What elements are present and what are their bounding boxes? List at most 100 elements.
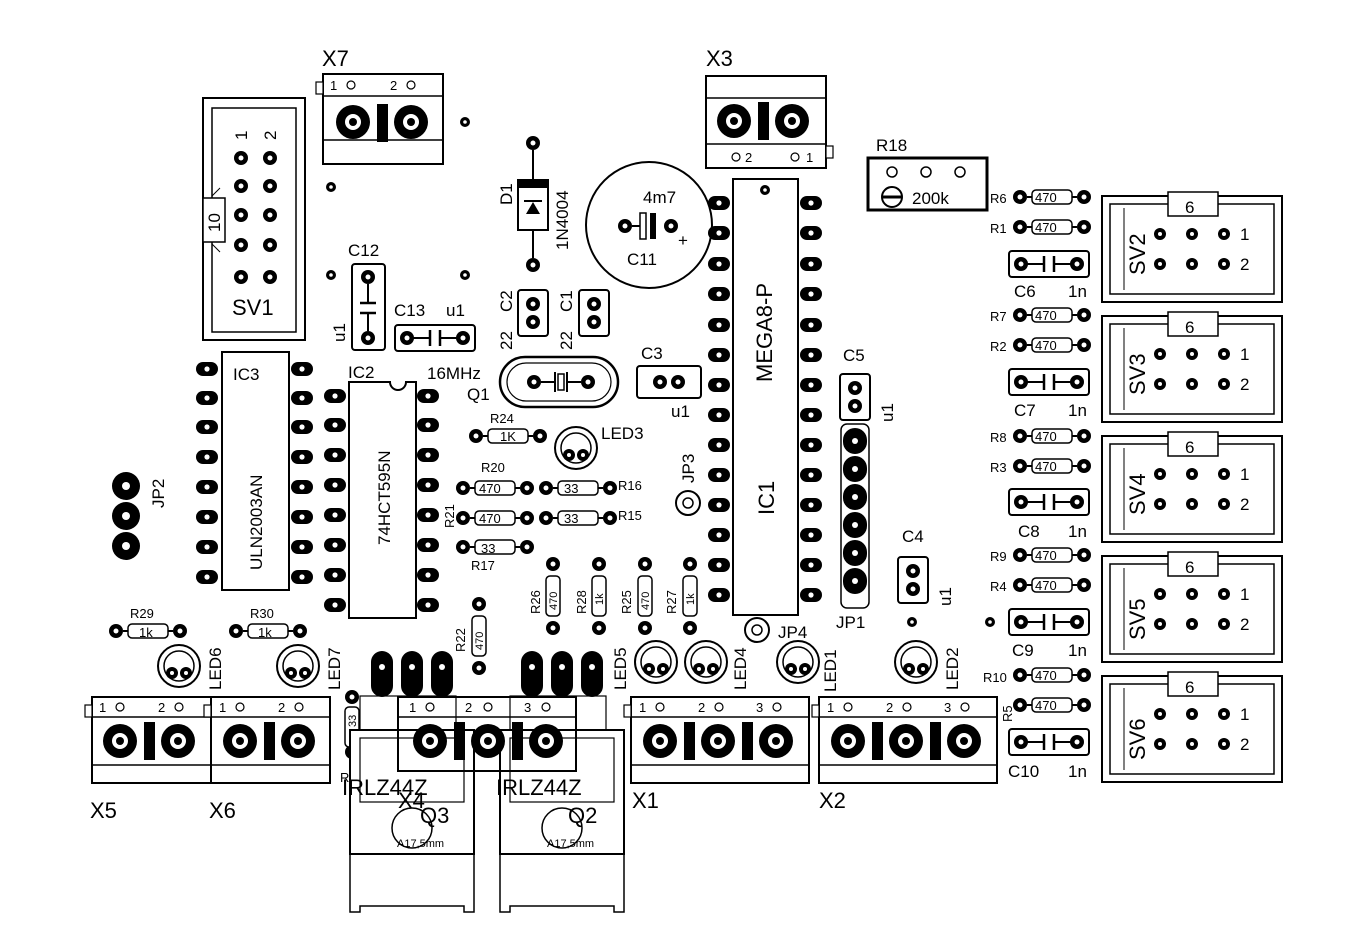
- crystal-q1: 16MHz Q1: [427, 355, 620, 409]
- x7-pin-2: 2: [390, 78, 397, 93]
- resistor-r30: 1k R30: [229, 606, 307, 640]
- resistor-r28: 1k R28: [574, 557, 606, 635]
- capacitor-c10: C10 1n: [1008, 729, 1089, 781]
- label-r10: R10: [983, 670, 1007, 685]
- sv6-pin-1: 1: [1240, 705, 1249, 724]
- sv1-pin-2: 2: [261, 131, 280, 140]
- label-c6: C6: [1014, 282, 1036, 301]
- capacitor-c13: C13 u1: [394, 301, 475, 351]
- label-r28: R28: [574, 590, 589, 614]
- label-r9: R9: [990, 549, 1007, 564]
- resistor-r3: 470 R3: [990, 459, 1091, 475]
- label-led5: LED5: [611, 647, 630, 690]
- label-d1: D1: [497, 183, 516, 205]
- label-ic2: IC2: [348, 363, 374, 382]
- header-sv6: 6 1 2 SV6: [1101, 671, 1283, 783]
- label-c13: C13: [394, 301, 425, 320]
- sv6-pin-6: 6: [1185, 678, 1194, 697]
- terminal-x5: 1 2 X5: [84, 696, 212, 823]
- sv3-pin-6: 6: [1185, 318, 1194, 337]
- label-c7: C7: [1014, 401, 1036, 420]
- r25-value: 470: [640, 592, 652, 610]
- capacitor-c4: C4 u1: [897, 527, 955, 606]
- mosfet-q3: IRLZ44Z Q3 A17,5mm: [342, 651, 475, 913]
- capacitor-c8: C8 1n: [1009, 489, 1089, 541]
- led2: LED2: [894, 640, 962, 690]
- label-r7: R7: [990, 309, 1007, 324]
- r2-value: 470: [1035, 338, 1057, 353]
- x3-pin-2: 2: [745, 150, 752, 165]
- header-sv2: 6 1 2 SV2: [1101, 191, 1283, 303]
- jumper-jp4: JP4: [744, 617, 807, 643]
- label-x6: X6: [209, 798, 236, 823]
- label-x5: X5: [90, 798, 117, 823]
- sv2-pin-6: 6: [1185, 198, 1194, 217]
- sv5-pin-6: 6: [1185, 558, 1194, 577]
- label-r20: R20: [481, 460, 505, 475]
- terminal-x1: 1 2 3 X1: [623, 696, 810, 813]
- r18-value: 200k: [912, 189, 949, 208]
- label-r8: R8: [990, 430, 1007, 445]
- capacitor-c7: C7 1n: [1009, 369, 1089, 420]
- r9-value: 470: [1035, 548, 1057, 563]
- label-r2: R2: [990, 339, 1007, 354]
- capacitor-c5: C5 u1: [839, 346, 897, 422]
- sv2-pin-2: 2: [1240, 255, 1249, 274]
- c2-value: 22: [497, 331, 516, 350]
- label-r26: R26: [528, 590, 543, 614]
- label-sv5: SV5: [1125, 598, 1150, 640]
- label-r24: R24: [490, 411, 514, 426]
- label-sv6: SV6: [1125, 718, 1150, 760]
- label-ic3: IC3: [233, 365, 259, 384]
- capacitor-c6: C6 1n: [1009, 251, 1089, 301]
- label-q1: Q1: [467, 385, 490, 404]
- header-sv3: 6 1 2 SV3: [1101, 311, 1283, 423]
- ic1-part: MEGA8-P: [752, 283, 777, 382]
- c4-value: u1: [936, 587, 955, 606]
- label-r6: R6: [990, 191, 1007, 206]
- resistor-r6: 470 R6: [990, 190, 1091, 206]
- label-q2: Q2: [568, 803, 597, 828]
- jumper-jp1: JP1: [836, 423, 870, 632]
- terminal-x3: 2 1 X3: [705, 46, 834, 169]
- r6-value: 470: [1035, 190, 1057, 205]
- resistor-r9: 470 R9: [990, 548, 1091, 564]
- label-c11: C11: [627, 250, 657, 269]
- r24-value: 1K: [500, 429, 516, 444]
- r4-value: 470: [1035, 578, 1057, 593]
- label-c5: C5: [843, 346, 865, 365]
- sv3-pin-2: 2: [1240, 375, 1249, 394]
- capacitor-c11: + 4m7 C11: [585, 161, 713, 289]
- label-r16: R16: [618, 478, 642, 493]
- ic2-74hct595: IC2 74HCT595N: [324, 363, 439, 619]
- r1-value: 470: [1035, 220, 1057, 235]
- resistor-r5: 470 R5: [1000, 698, 1091, 722]
- x2-pin-3: 3: [944, 700, 951, 715]
- label-r30: R30: [250, 606, 274, 621]
- r22-value: 470: [474, 632, 486, 650]
- r5-value: 470: [1035, 698, 1057, 713]
- r20-value: 470: [479, 481, 501, 496]
- led6: LED6: [157, 644, 225, 690]
- label-c2: C2: [497, 290, 516, 312]
- r27-value: 1k: [685, 593, 697, 605]
- r10-value: 470: [1035, 668, 1057, 683]
- label-led2: LED2: [943, 647, 962, 690]
- label-x7: X7: [322, 46, 349, 71]
- ic3-part: ULN2003AN: [247, 475, 266, 570]
- x5-pin-2: 2: [158, 700, 165, 715]
- label-sv1: SV1: [232, 295, 274, 320]
- r7-value: 470: [1035, 308, 1057, 323]
- sv5-pin-1: 1: [1240, 585, 1249, 604]
- resistor-r10: 470 R10: [983, 668, 1091, 685]
- x4-pin-1: 1: [409, 700, 416, 715]
- capacitor-c1: C1 22: [557, 289, 610, 350]
- q2-part: IRLZ44Z: [496, 775, 582, 800]
- resistor-r7: 470 R7: [990, 308, 1091, 324]
- resistor-r15: 33 R15: [539, 508, 642, 526]
- x6-pin-1: 1: [219, 700, 226, 715]
- label-c12: C12: [348, 241, 379, 260]
- label-c10: C10: [1008, 762, 1039, 781]
- x7-pin-1: 1: [330, 78, 337, 93]
- r13-value: 33: [347, 715, 359, 727]
